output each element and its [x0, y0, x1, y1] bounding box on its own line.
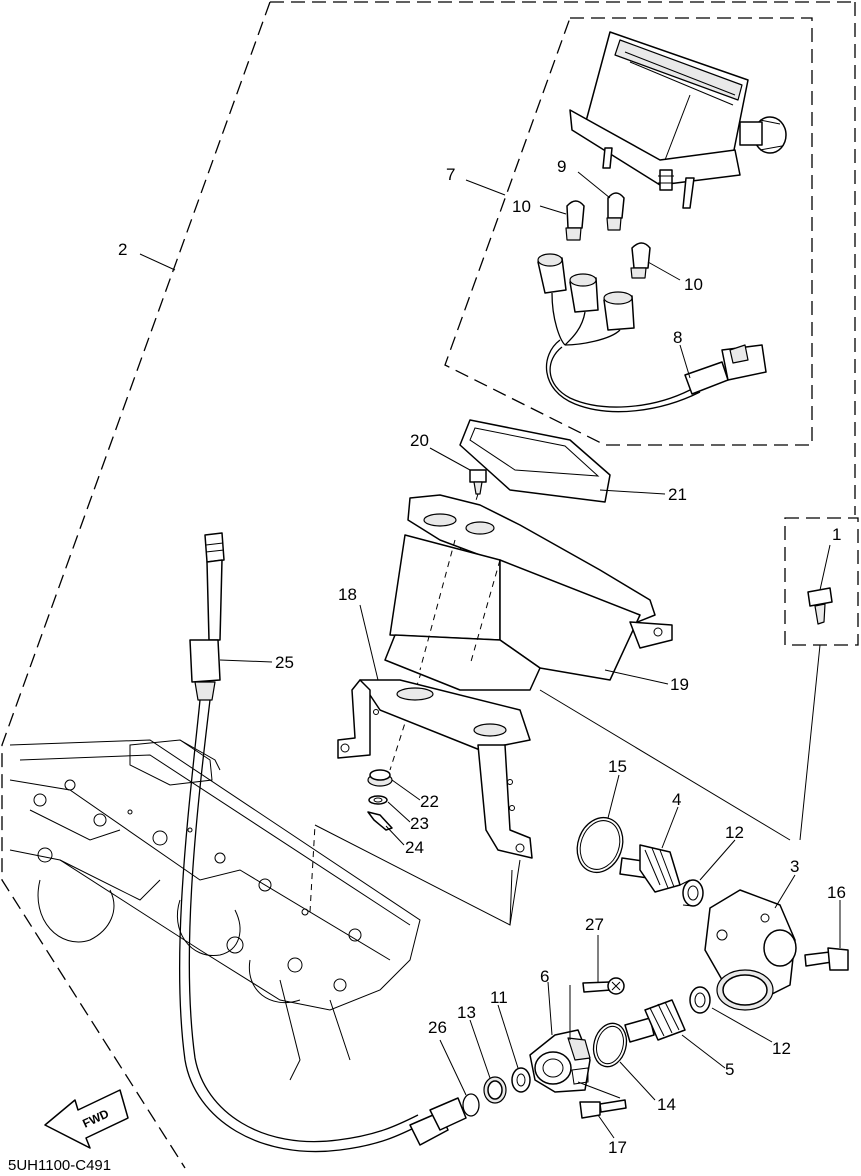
diagram-code: 5UH1100-C491: [8, 1157, 111, 1174]
bulb-9: [606, 192, 625, 231]
o-ring-26: [462, 1093, 480, 1117]
grommet-22: [367, 769, 393, 787]
meter-body: [569, 31, 787, 209]
callout-labels: 1 2 3 4 5 6 7 8 9 10 10 11 12 12 13 14 1…: [118, 157, 846, 1157]
bolt-1: [807, 587, 833, 625]
meter-housing-19: [384, 494, 673, 691]
callout-27: 27: [585, 915, 604, 934]
callout-11: 11: [490, 988, 508, 1007]
callout-19: 19: [670, 675, 689, 694]
callout-9: 9: [557, 157, 566, 176]
fwd-arrow-icon: FWD: [44, 1089, 129, 1149]
callout-1: 1: [832, 525, 841, 544]
guide-line-1: [539, 644, 821, 841]
mounting-guide-lines: [314, 824, 521, 926]
gear-unit-3: [704, 889, 797, 1011]
seal-13: [483, 1076, 507, 1104]
callout-10-right: 10: [684, 275, 703, 294]
callout-24: 24: [405, 838, 424, 857]
bolt-box-1: [784, 517, 859, 646]
speedometer-cable-25: [178, 532, 467, 1153]
bushing-12-lower: [689, 986, 711, 1014]
callout-5: 5: [725, 1060, 734, 1079]
housing-6: [529, 985, 621, 1099]
callout-15: 15: [608, 757, 627, 776]
bushing-12-upper: [679, 879, 704, 907]
callout-20: 20: [410, 431, 429, 450]
callout-16: 16: [827, 883, 846, 902]
frame: [9, 739, 421, 1081]
o-ring-14: [592, 1022, 628, 1068]
bolt-16: [804, 947, 849, 971]
callout-7: 7: [446, 165, 455, 184]
meter-cover-21: [459, 419, 611, 503]
callout-17: 17: [608, 1138, 627, 1157]
callout-14: 14: [657, 1095, 676, 1114]
callout-25: 25: [275, 653, 294, 672]
callout-10-left: 10: [512, 197, 531, 216]
o-ring-15: [576, 816, 624, 874]
callout-18: 18: [338, 585, 357, 604]
stay-bracket-18: [337, 679, 533, 859]
callout-26: 26: [428, 1018, 447, 1037]
bulb-10-left: [565, 200, 585, 241]
clip-24: [367, 811, 393, 831]
callout-23: 23: [410, 814, 429, 833]
callout-3: 3: [790, 857, 799, 876]
gear-5: [624, 999, 686, 1043]
callout-13: 13: [457, 1003, 476, 1022]
gear-4: [619, 844, 681, 893]
callout-12-lower: 12: [772, 1039, 791, 1058]
callout-21: 21: [668, 485, 687, 504]
collar-23: [368, 795, 388, 805]
leader-lines: [139, 171, 841, 1139]
callout-4: 4: [672, 790, 681, 809]
callout-12-upper: 12: [725, 823, 744, 842]
callout-6: 6: [540, 967, 549, 986]
meter-subassembly-boundary-7: [444, 17, 813, 446]
callout-2: 2: [118, 240, 127, 259]
callout-8: 8: [673, 328, 682, 347]
screw-17: [579, 1099, 627, 1119]
screw-27: [582, 977, 625, 995]
callout-22: 22: [420, 792, 439, 811]
washer-11: [511, 1067, 531, 1093]
bulb-10-right: [630, 242, 651, 279]
wire-harness-8: [537, 253, 767, 413]
